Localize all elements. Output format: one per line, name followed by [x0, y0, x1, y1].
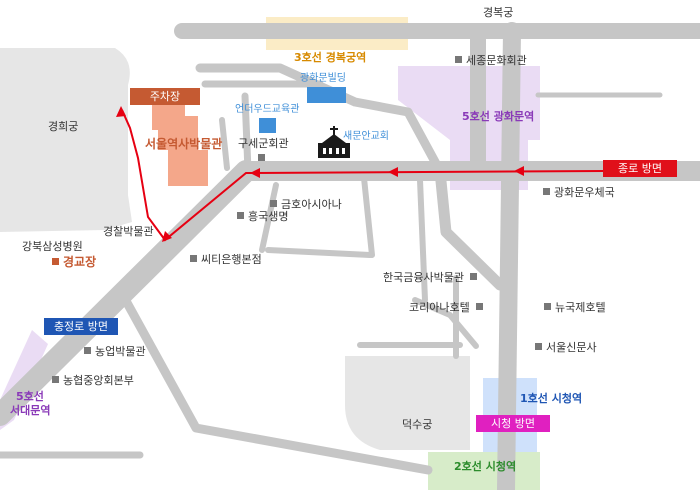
- route-arrows: [116, 106, 524, 242]
- gwanghwamun-building-block: [307, 87, 346, 103]
- gyeonggyojang-label: 경교장: [52, 256, 96, 269]
- citibank-text: 씨티은행본점: [201, 253, 262, 266]
- line3-gyeongbokgung-station: 3호선 경복궁역: [294, 51, 367, 64]
- poi-marker-icon: [190, 255, 197, 262]
- gwanghwamun-post-label: 광화문우체국: [543, 186, 615, 199]
- agri-museum-text: 농업박물관: [95, 345, 146, 358]
- kumho-asiana-label: 금호아시아나: [270, 198, 342, 211]
- line1-cityhall-station: 1호선 시청역: [520, 392, 583, 405]
- poi-marker-icon: [455, 56, 462, 63]
- heungkuk-life-label: 흥국생명: [237, 210, 288, 223]
- poi-marker-icon: [543, 188, 550, 195]
- heungkuk-life-text: 흥국생명: [248, 210, 289, 223]
- poi-marker-icon: [475, 303, 483, 310]
- underwood-building-block: [259, 118, 276, 133]
- gusegun-hall-label: 구세군회관: [238, 137, 289, 150]
- seoul-museum-label: 서울역사박물관: [145, 137, 223, 151]
- line5-gwanghwamun-station: 5호선 광화문역: [462, 110, 535, 123]
- seoul-shinmun-label: 서울신문사: [535, 341, 597, 354]
- poi-marker-icon: [237, 212, 244, 219]
- seoul-shinmun-text: 서울신문사: [546, 341, 597, 354]
- gyeongbokgung-label: 경복궁: [483, 6, 514, 19]
- seoul-museum-building: [152, 104, 208, 186]
- chungjeongno-direction-box: 충정로 방면: [44, 318, 118, 335]
- kangbuk-samsung-label: 강북삼성병원: [22, 240, 83, 253]
- poi-marker-icon: [544, 303, 551, 310]
- agri-museum-label: 농업박물관: [84, 345, 146, 358]
- poi-marker-icon: [535, 343, 542, 350]
- korea-hotel-text: 코리아나호텔: [409, 301, 470, 314]
- gyeonghuigung-block: [0, 48, 132, 232]
- parking-box: 주차장: [130, 88, 200, 105]
- deoksugung-block: [345, 356, 470, 450]
- kumho-asiana-text: 금호아시아나: [281, 198, 342, 211]
- gyeonggyojang-text: 경교장: [63, 255, 97, 269]
- gwanghwamun-building-label: 광화문빌딩: [300, 73, 346, 84]
- line2-station-zone: [428, 452, 540, 490]
- line5-seodaemun-station-name: 서대문역: [10, 404, 51, 417]
- line2-cityhall-station: 2호선 시청역: [454, 460, 517, 473]
- citibank-label: 씨티은행본점: [190, 253, 262, 266]
- poi-marker-icon: [270, 200, 277, 207]
- bank-museum-label: 한국금융사박물관: [383, 271, 481, 284]
- police-museum-label: 경찰박물관: [103, 225, 154, 238]
- new-gukje-hotel-label: 뉴국제호텔: [544, 301, 606, 314]
- poi-marker-icon: [84, 347, 91, 354]
- new-gukje-hotel-text: 뉴국제호텔: [555, 301, 606, 314]
- poi-marker-icon: [52, 376, 59, 383]
- saemunan-church-label: 새문안교회: [343, 131, 389, 142]
- nh-hq-text: 농협중앙회본부: [63, 374, 134, 387]
- gyeonggyojang-marker-icon: [52, 258, 59, 265]
- gusegun-hall-marker: [258, 152, 269, 165]
- sejong-center-label: 세종문화회관: [455, 54, 527, 67]
- line5-seodaemun-station-line: 5호선: [16, 390, 44, 403]
- korea-hotel-label: 코리아나호텔: [409, 301, 487, 314]
- sejong-center-text: 세종문화회관: [466, 54, 527, 67]
- church-icon: [318, 126, 350, 158]
- jongno-direction-box: 종로 방면: [603, 160, 677, 177]
- bank-museum-text: 한국금융사박물관: [383, 271, 464, 284]
- deoksugung-label: 덕수궁: [402, 418, 433, 431]
- nh-hq-label: 농협중앙회본부: [52, 374, 134, 387]
- poi-marker-icon: [258, 154, 265, 161]
- gyeonghuigung-label: 경희궁: [48, 120, 79, 133]
- route-line: [121, 109, 604, 242]
- gwanghwamun-post-text: 광화문우체국: [554, 186, 615, 199]
- cityhall-direction-box: 시청 방면: [476, 415, 550, 432]
- poi-marker-icon: [469, 273, 477, 280]
- underwood-label: 언더우드교육관: [235, 104, 300, 115]
